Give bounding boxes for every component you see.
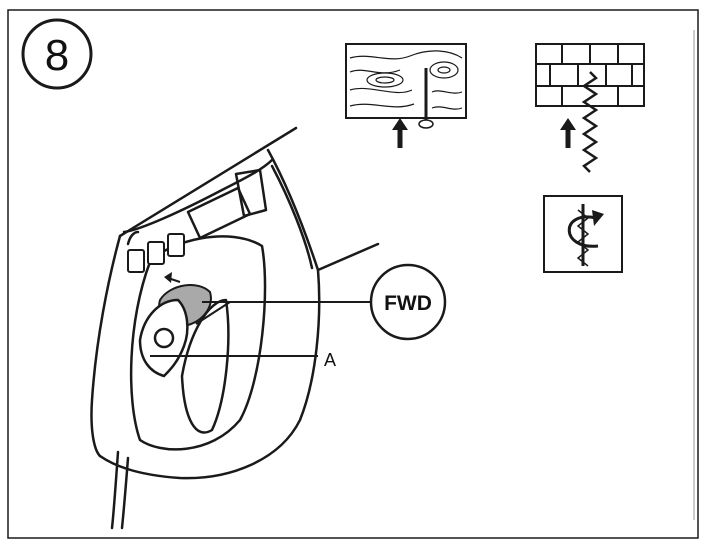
step-badge-circle	[21, 18, 93, 90]
leader-lines	[150, 301, 372, 357]
brick-mortar	[536, 44, 644, 106]
up-arrow-icon	[392, 118, 408, 148]
step-number: 8	[45, 31, 69, 80]
figure-frame	[7, 9, 699, 539]
lock-button	[153, 327, 175, 349]
forward-rotation-icon	[543, 195, 623, 273]
wood-screw-icon	[345, 43, 467, 129]
fwd-label: FWD	[384, 292, 432, 315]
masonry-drill-bit	[581, 71, 599, 173]
brick-drill-icon	[535, 43, 645, 173]
up-arrow-icon	[560, 118, 576, 148]
step-badge: 8	[21, 18, 93, 90]
fwd-callout: FWD	[369, 263, 447, 341]
drill-body	[90, 126, 380, 530]
fwd-callout-circle	[369, 263, 447, 341]
wood-grain	[349, 50, 463, 110]
drill-vents	[127, 233, 185, 273]
part-a-label: A	[324, 350, 336, 370]
left-arrow-icon	[164, 272, 181, 283]
screw-head	[418, 119, 434, 129]
wood-block	[345, 43, 467, 119]
